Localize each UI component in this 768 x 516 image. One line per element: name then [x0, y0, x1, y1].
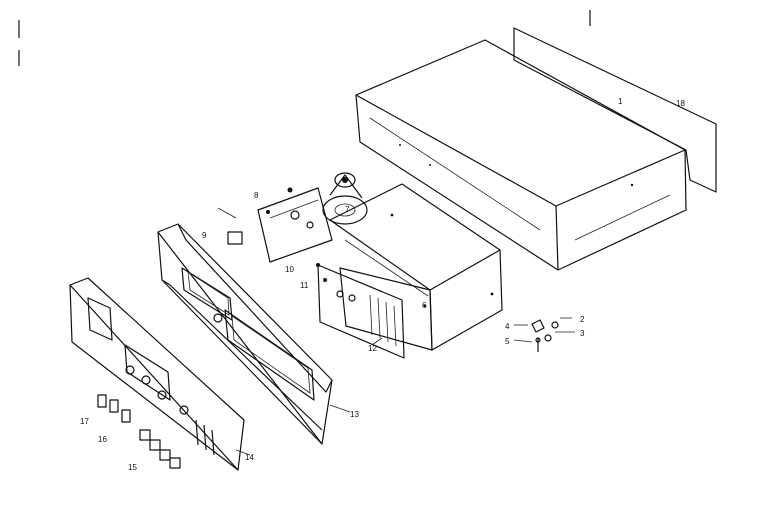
callout-16: 16 — [98, 435, 107, 444]
leader-lines — [235, 317, 575, 456]
callout-7: 7 — [345, 205, 350, 214]
callout-17: 17 — [80, 417, 89, 426]
callout-14: 14 — [245, 453, 254, 462]
callout-13: 13 — [350, 410, 359, 419]
callout-4: 4 — [505, 322, 510, 331]
knob-b — [139, 429, 181, 469]
cabinet-cover — [355, 39, 687, 271]
callout-6: 6 — [422, 301, 427, 310]
chassis — [329, 183, 503, 351]
front-faceplate — [69, 277, 245, 471]
callout-5: 5 — [505, 337, 510, 346]
callout-18: 18 — [676, 99, 685, 108]
rear-panel — [513, 27, 717, 193]
callout-12: 12 — [368, 344, 377, 353]
mechanism-bracket — [217, 187, 333, 282]
speaker — [322, 172, 368, 225]
knob-a — [97, 394, 131, 423]
callout-labels: 1 2 3 4 5 6 7 8 9 10 11 12 13 14 15 16 1… — [80, 97, 685, 472]
callout-3: 3 — [580, 329, 585, 338]
screws-hardware — [531, 319, 559, 352]
scan-marks — [18, 10, 591, 66]
knobs — [97, 394, 181, 469]
callout-2: 2 — [580, 315, 585, 324]
callout-8: 8 — [254, 191, 259, 200]
front-sub-panel — [317, 264, 405, 359]
callout-10: 10 — [285, 265, 294, 274]
callout-1: 1 — [618, 97, 623, 106]
callout-15: 15 — [128, 463, 137, 472]
callout-11: 11 — [300, 281, 309, 290]
front-bezel — [157, 223, 333, 445]
callout-9: 9 — [202, 231, 207, 240]
